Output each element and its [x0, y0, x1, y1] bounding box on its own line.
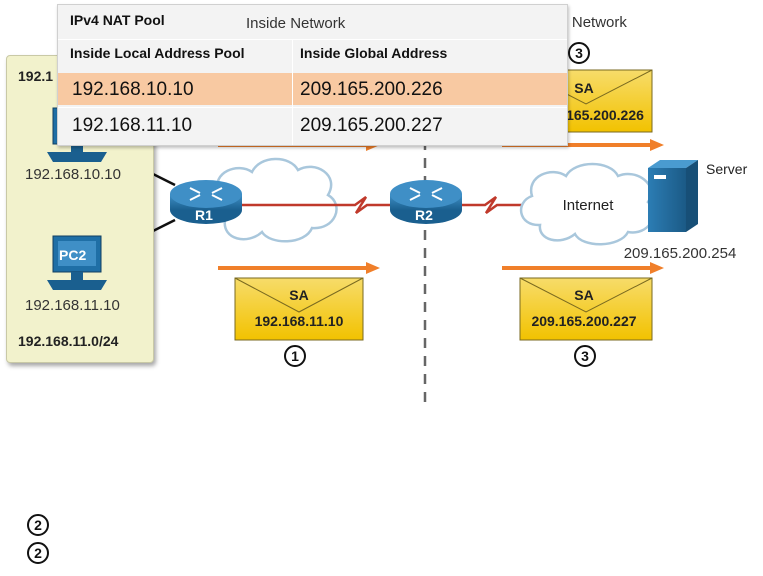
router-r2[interactable]: R2 — [390, 180, 462, 224]
column-header-global: Inside Global Address — [300, 45, 448, 61]
packet-envelope-inside — [234, 277, 364, 341]
packet-outside-bottom-title: SA — [574, 287, 593, 303]
step-badge-1: 1 — [284, 345, 306, 367]
pc1-ip: 192.168.10.10 — [25, 166, 121, 183]
pc2-ip: 192.168.11.10 — [25, 297, 120, 314]
server-icon[interactable] — [648, 160, 698, 232]
row-local-address: 192.168.11.10 — [72, 115, 193, 136]
table-divider — [58, 39, 567, 40]
packet-outside-top-address: 165.200.226 — [566, 107, 644, 123]
r1-r2-serial-link — [240, 195, 395, 215]
packet-outside-bottom-address: 209.165.200.227 — [531, 313, 636, 329]
internet-label: Internet — [563, 197, 615, 214]
nat-pool-title: IPv4 NAT Pool — [70, 12, 165, 28]
packet-inside-title: SA — [289, 287, 308, 303]
inside-network-label: Inside Network — [246, 15, 346, 32]
table-row: 192.168.10.10 209.165.200.226 — [58, 73, 567, 105]
packet-envelope-outside-bottom — [519, 277, 653, 341]
nat-pool-table: IPv4 NAT Pool Inside Network Inside Loca… — [57, 4, 568, 146]
table-column-divider — [292, 40, 293, 145]
row-global-address: 209.165.200.227 — [300, 115, 443, 136]
step-badge-2: 2 — [27, 542, 49, 564]
router-arrows-icon — [409, 187, 443, 201]
packet-outside-top-title: SA — [574, 80, 593, 96]
router-r1[interactable]: R1 — [170, 180, 242, 224]
lan-top-subnet-label: 192.1 — [18, 68, 54, 84]
row-global-address: 209.165.200.226 — [300, 79, 443, 100]
server-label: Server — [706, 161, 748, 177]
pc2-icon[interactable] — [45, 234, 109, 294]
server-ip: 209.165.200.254 — [624, 245, 737, 262]
router-r1-label: R1 — [195, 207, 213, 223]
table-divider — [58, 107, 567, 108]
router-r2-label: R2 — [415, 207, 433, 223]
lan-bottom-subnet-label: 192.168.11.0/24 — [18, 333, 119, 349]
row-local-address: 192.168.10.10 — [72, 79, 194, 100]
step-badge-3-bottom: 3 — [574, 345, 596, 367]
step-badge-2: 2 — [27, 514, 49, 536]
packet-inside-address: 192.168.11.10 — [255, 313, 344, 329]
column-header-local: Inside Local Address Pool — [70, 45, 245, 61]
router-arrows-icon — [189, 187, 223, 201]
internet-cloud — [519, 162, 655, 246]
table-row: 192.168.11.10 209.165.200.227 — [58, 109, 567, 141]
step-badge-3-top: 3 — [568, 42, 590, 64]
pc2-label: PC2 — [59, 247, 87, 263]
r2-internet-serial-link — [460, 195, 525, 215]
